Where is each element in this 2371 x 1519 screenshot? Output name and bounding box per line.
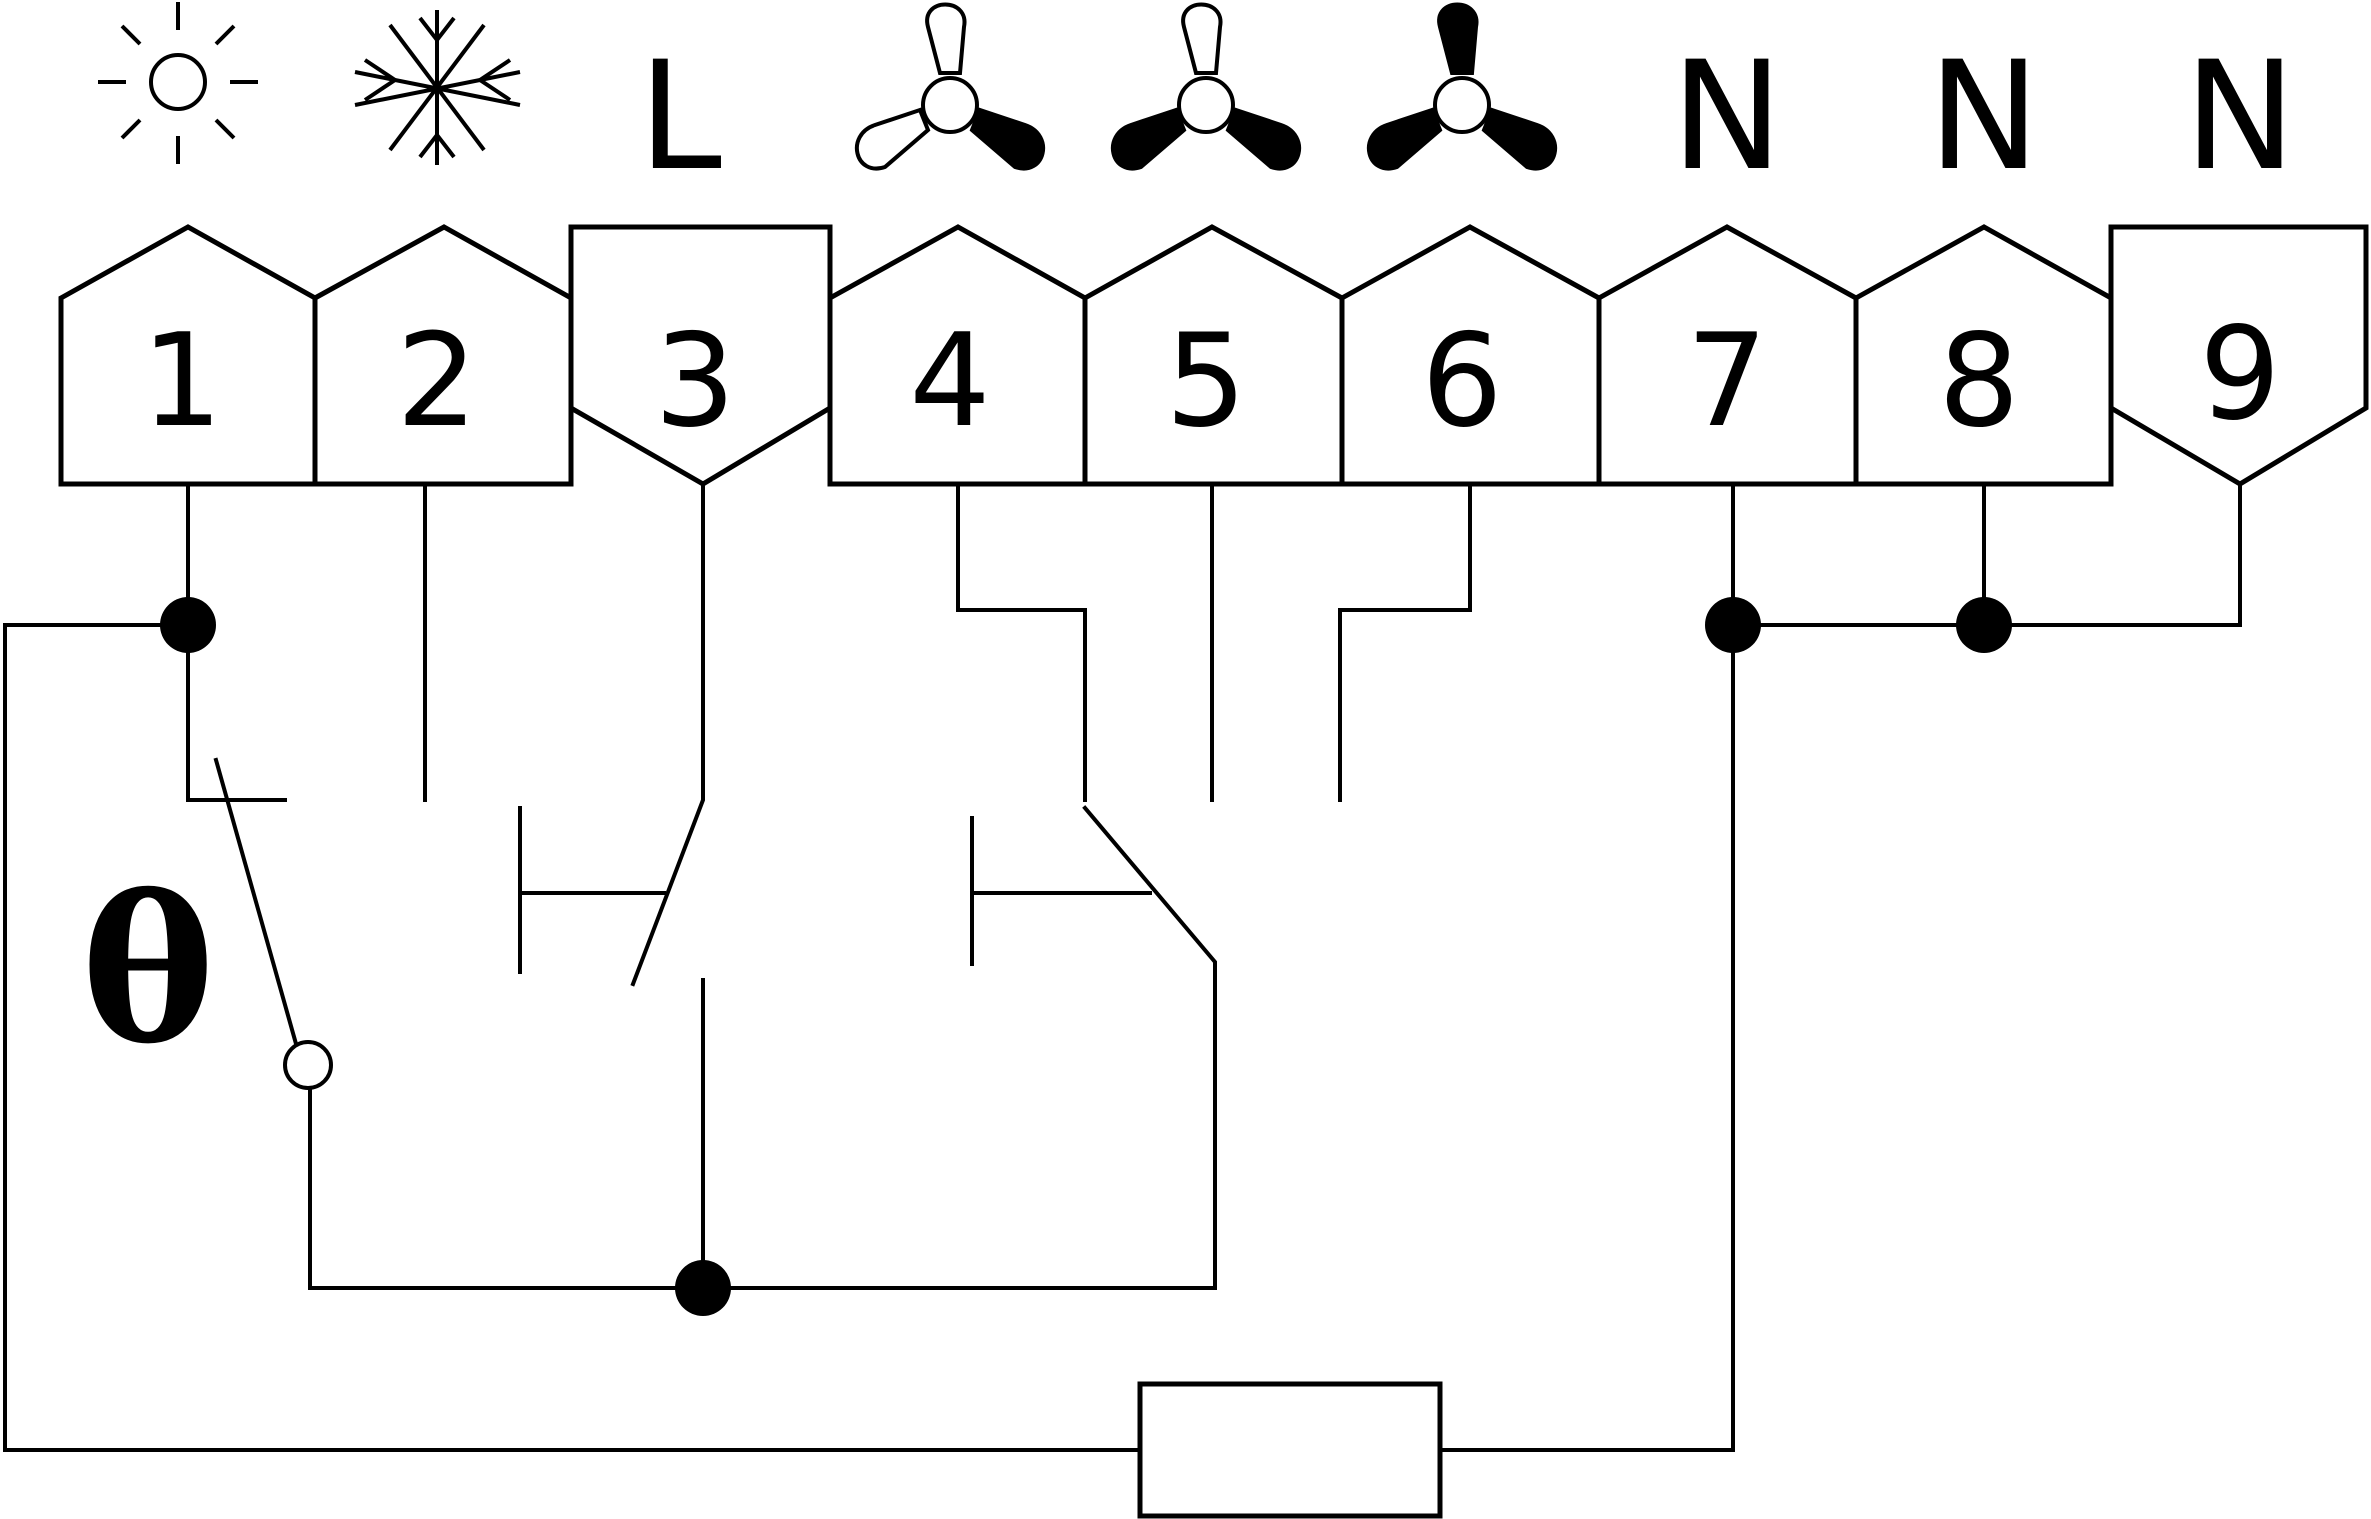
snowflake-icon	[354, 10, 521, 165]
terminal-number: 6	[1421, 307, 1502, 456]
terminal-number: 1	[141, 307, 222, 456]
fan-low-icon	[855, 2, 1045, 171]
junction-dot	[1705, 597, 1761, 653]
terminal-strip	[58, 224, 2369, 487]
label-n-9: N	[2184, 30, 2296, 204]
terminal-number: 3	[654, 307, 735, 456]
junction-dot	[160, 597, 216, 653]
contact-circle	[283, 1040, 333, 1090]
sun-icon	[98, 2, 258, 164]
terminal-number: 2	[396, 307, 477, 456]
terminal-number: 5	[1165, 307, 1246, 456]
wires	[3, 482, 2242, 1452]
terminal-number: 4	[909, 307, 990, 456]
fan-medium-icon	[1111, 2, 1301, 171]
junction-dot	[675, 1260, 731, 1316]
label-l: L	[638, 30, 722, 204]
heater-resistor	[1137, 1381, 1443, 1519]
terminal-3	[568, 224, 833, 487]
terminal-number: 9	[2199, 300, 2280, 449]
terminal-number: 7	[1686, 307, 1767, 456]
terminal-number: 8	[1938, 307, 2019, 456]
thermostat-symbol: θ	[81, 853, 214, 1088]
fan-high-icon	[1367, 2, 1557, 171]
label-n-8: N	[1928, 30, 2040, 204]
junction-dot	[1956, 597, 2012, 653]
label-n-7: N	[1671, 30, 1783, 204]
terminal-9	[2108, 224, 2369, 487]
